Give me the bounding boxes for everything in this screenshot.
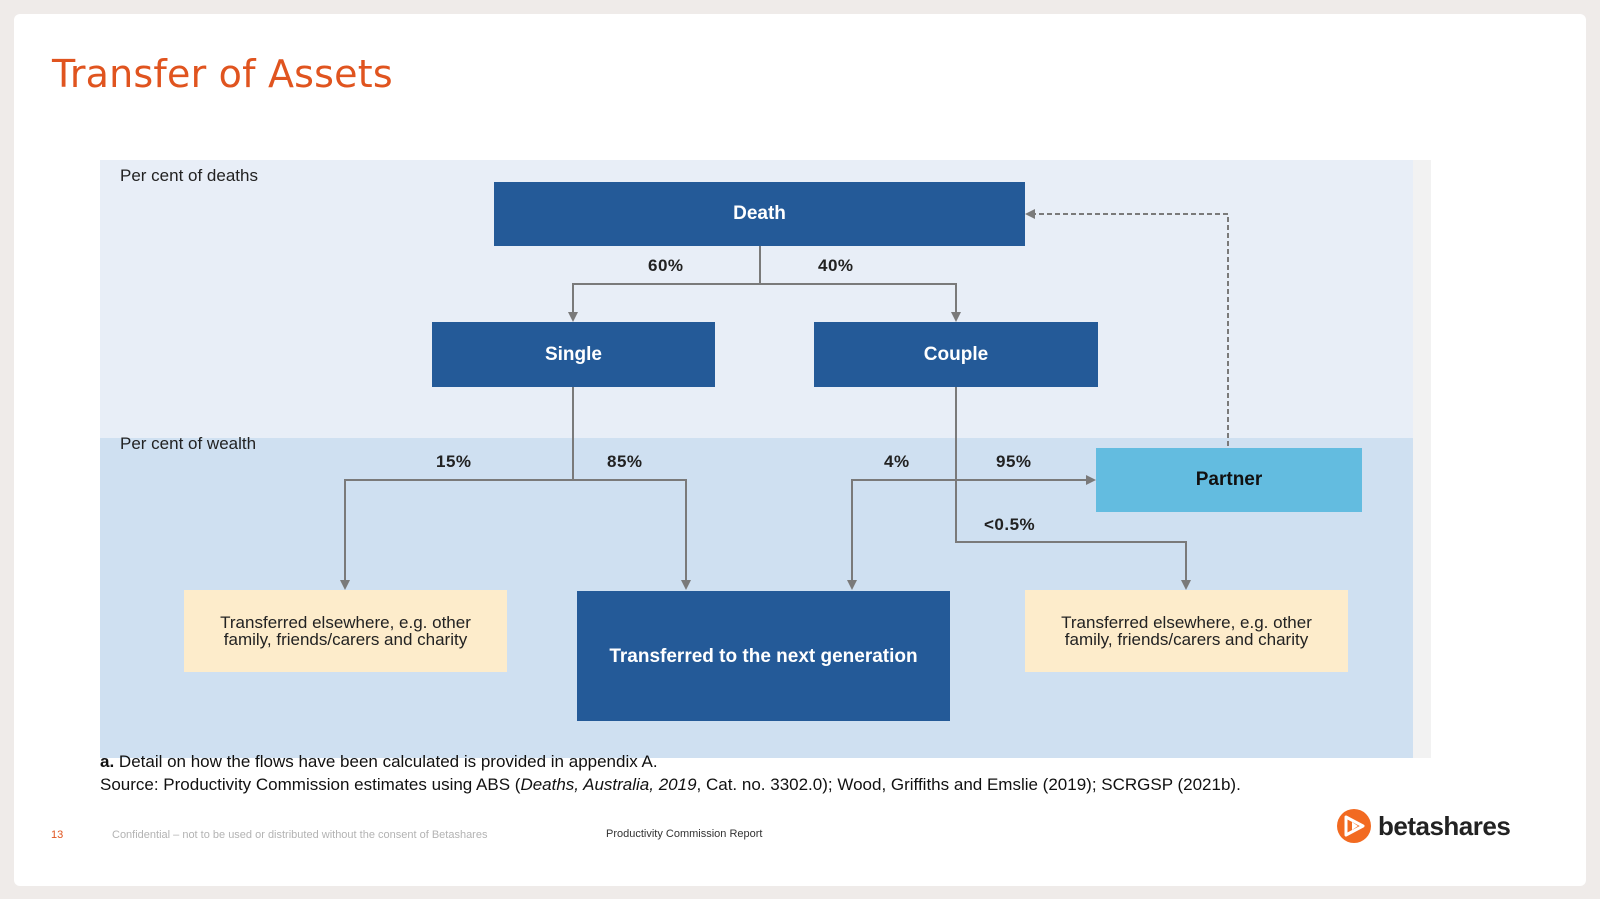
arrow-single-to-next-gen — [573, 479, 691, 590]
figure-edge — [1413, 160, 1431, 758]
pct-couple-to-next-gen: 4% — [884, 452, 910, 471]
transferred-elsewhere-right-node: Transferred elsewhere, e.g. other family… — [1025, 590, 1348, 672]
arrow-couple-to-next-gen — [847, 479, 956, 590]
footnote-source: Source: Productivity Commission estimate… — [100, 775, 1370, 794]
deaths-band-label: Per cent of deaths — [120, 166, 258, 185]
betashares-logo-icon — [1337, 809, 1371, 843]
couple-node: Couple — [814, 322, 1098, 387]
brand-name: betashares — [1378, 810, 1511, 841]
arrow-death-to-single — [568, 246, 761, 322]
single-node: Single — [432, 322, 715, 387]
report-name: Productivity Commission Report — [606, 828, 763, 840]
arrow-single-to-elsewhere — [340, 387, 574, 590]
flow-arrows — [340, 209, 1229, 590]
arrow-couple-to-elsewhere — [955, 480, 1191, 590]
partner-node: Partner — [1096, 448, 1362, 512]
pct-couple-to-elsewhere: <0.5% — [984, 515, 1036, 534]
figure-footnotes: a. Detail on how the flows have been cal… — [100, 752, 1370, 794]
pct-single-to-elsewhere: 15% — [436, 452, 472, 471]
source-text-italic: Deaths, Australia, 2019 — [520, 775, 697, 794]
pct-couple-to-partner: 95% — [996, 452, 1032, 471]
source-text-1: Source: Productivity Commission estimate… — [100, 775, 521, 794]
pct-death-to-single: 60% — [648, 256, 684, 275]
betashares-logo: betashares — [1336, 808, 1511, 844]
confidential-notice: Confidential – not to be used or distrib… — [112, 829, 488, 841]
death-node: Death — [494, 182, 1025, 246]
footnote-a-prefix: a. — [100, 752, 115, 771]
slide-title: Transfer of Assets — [52, 52, 393, 96]
next-generation-node: Transferred to the next generation — [577, 591, 950, 721]
arrow-death-to-couple — [760, 283, 961, 322]
pct-single-to-next-gen: 85% — [607, 452, 643, 471]
flow-diagram: Per cent of deaths Per cent of wealth De… — [100, 160, 1431, 830]
pct-death-to-couple: 40% — [818, 256, 854, 275]
footnote-a: a. Detail on how the flows have been cal… — [100, 752, 1370, 771]
wealth-band-label: Per cent of wealth — [120, 434, 257, 453]
arrow-partner-to-death — [1025, 209, 1229, 446]
page-number: 13 — [51, 829, 64, 841]
transferred-elsewhere-left-node: Transferred elsewhere, e.g. other family… — [184, 590, 507, 672]
source-text-2: , Cat. no. 3302.0); Wood, Griffiths and … — [696, 775, 1241, 794]
footnote-a-text: Detail on how the flows have been calcul… — [114, 752, 658, 771]
